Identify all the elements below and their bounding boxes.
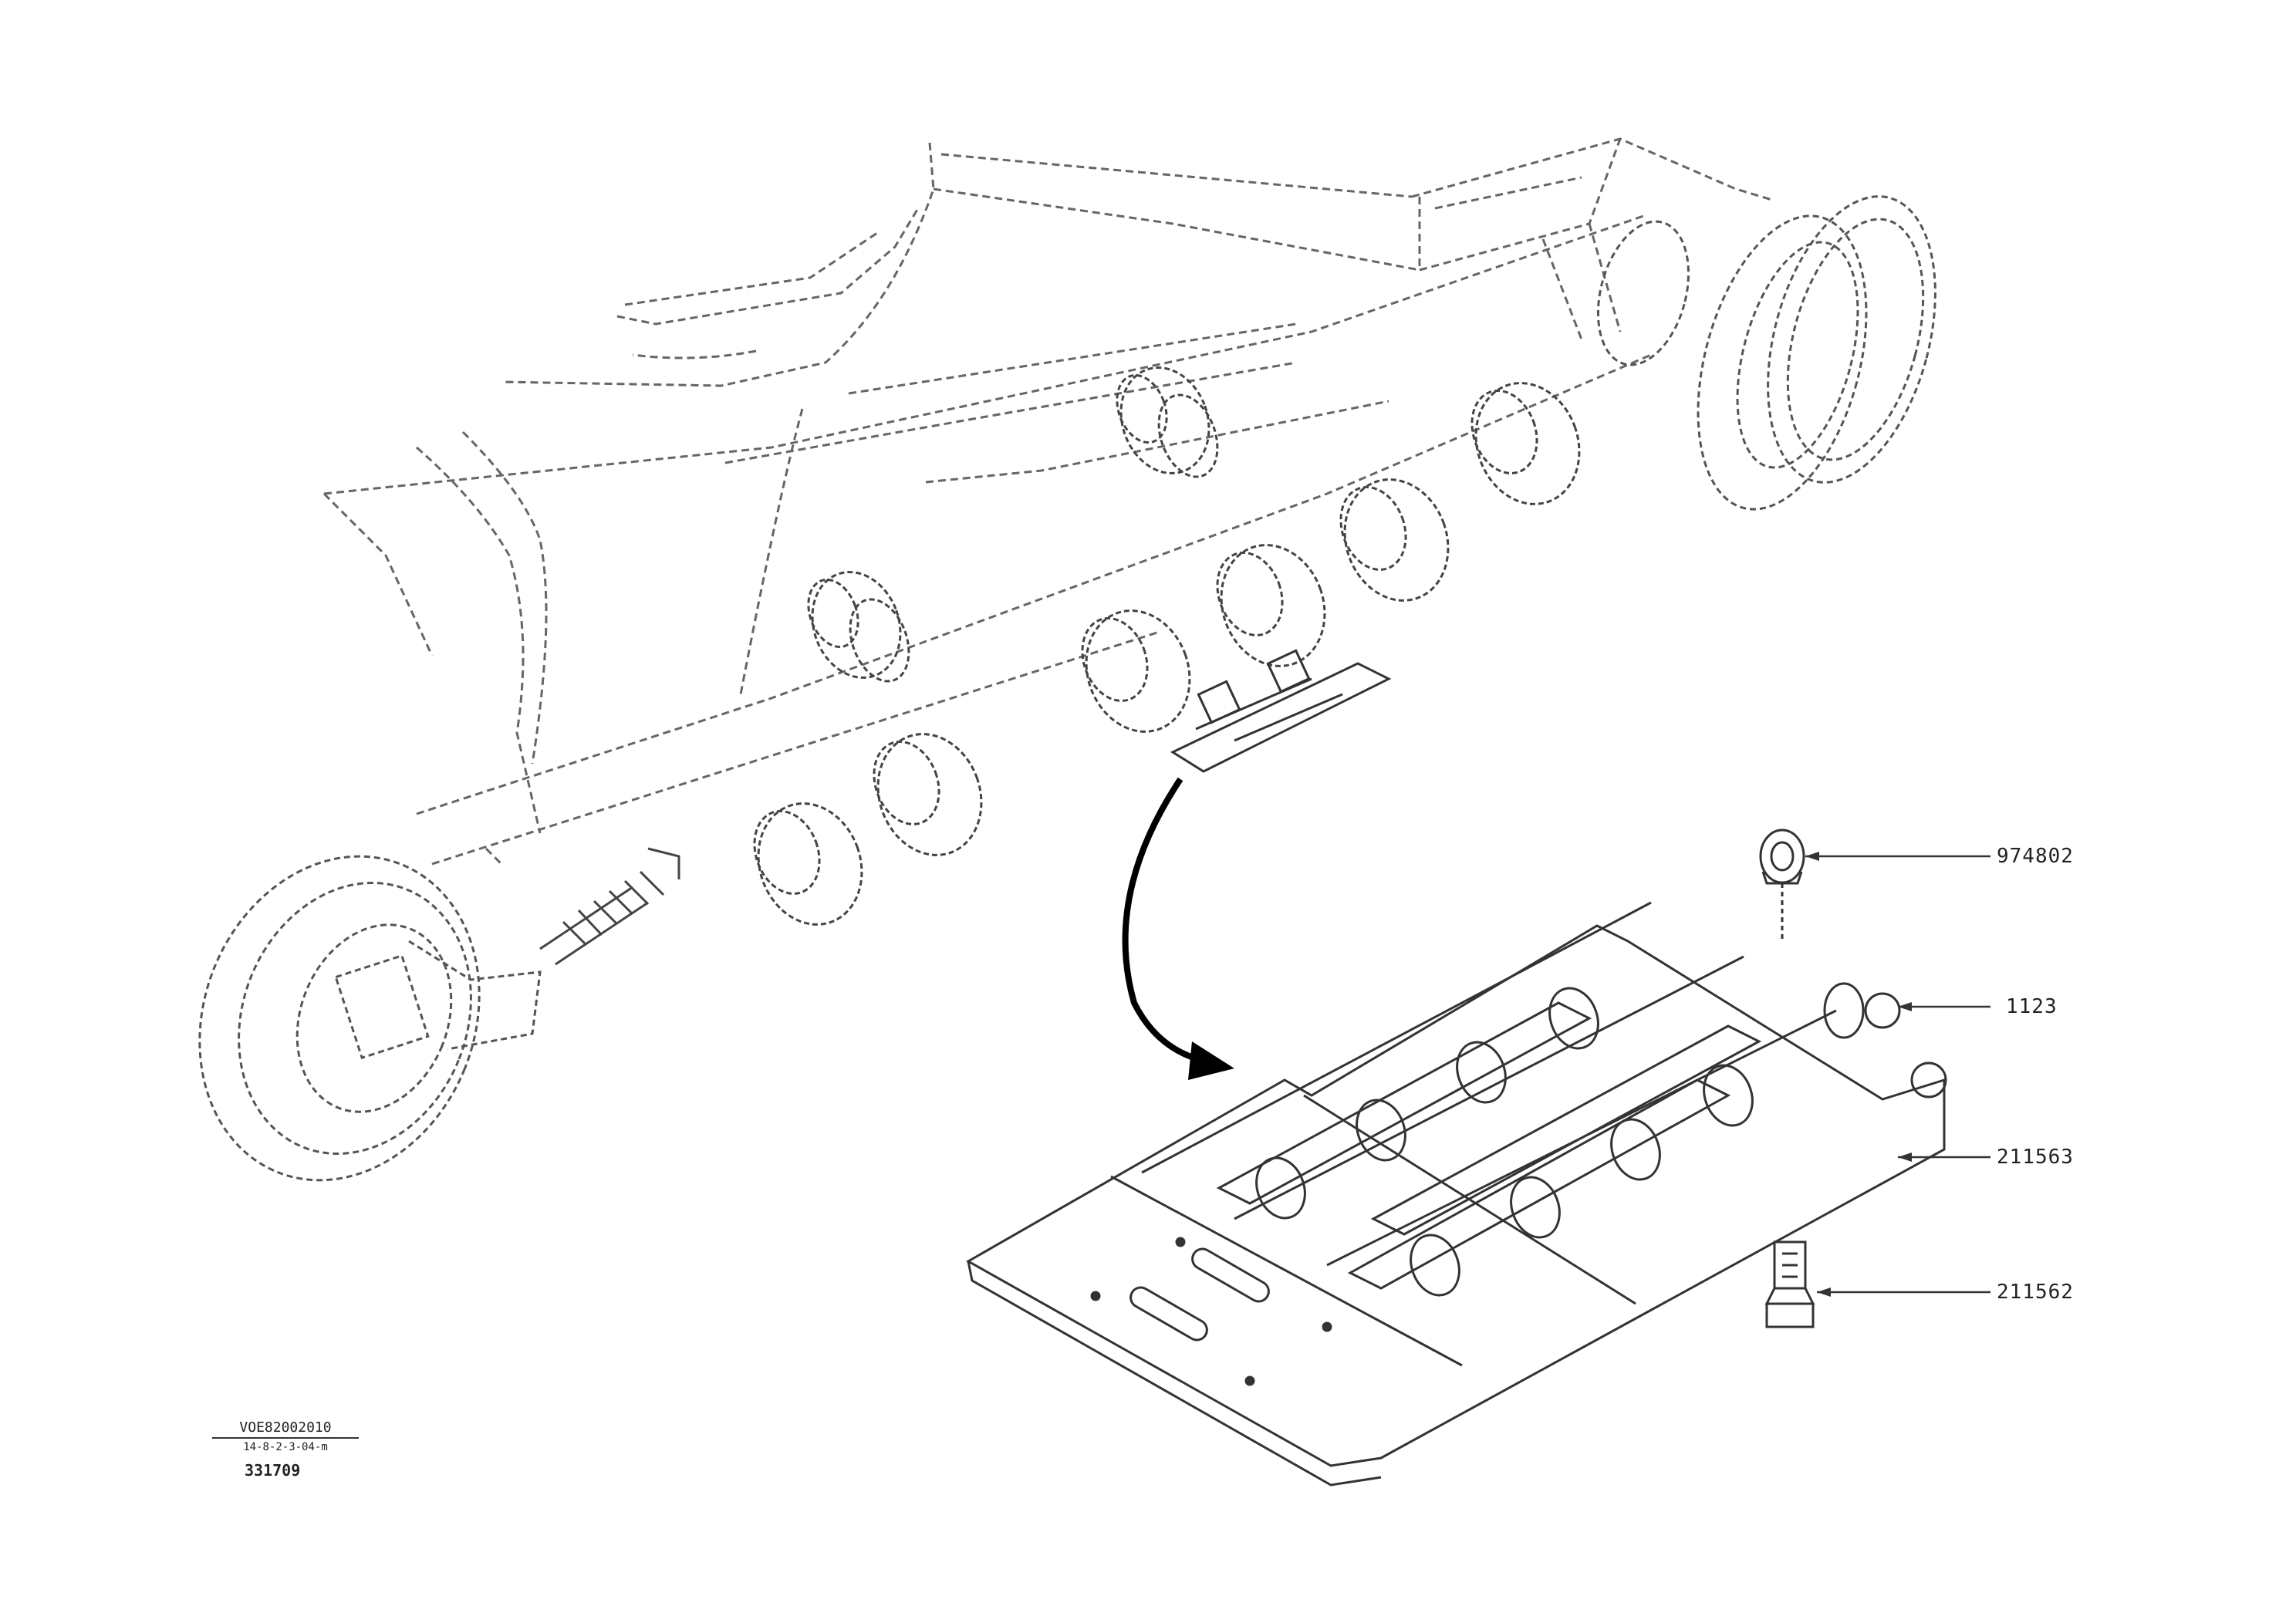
chain-pins: [1255, 982, 1865, 1297]
leader-lines: [1805, 855, 1990, 1294]
stamp-code: 331709: [245, 1461, 301, 1480]
drive-sprocket: [1596, 195, 1936, 511]
explode-arrow: [1122, 777, 1234, 1080]
stamp-line-2: 14-8-2-3-04-m: [243, 1441, 328, 1453]
front-idler-wheel: [198, 855, 542, 1182]
recoil-spring: [539, 847, 680, 966]
part-label-bolt: 211562: [1997, 1281, 2074, 1304]
track-shoe-assembly: [965, 901, 1947, 1487]
stamp-line-1: VOE82002010: [212, 1419, 359, 1439]
bolt-part: [1764, 1240, 1815, 1328]
drawing-stamp: VOE82002010 14-8-2-3-04-m 331709: [212, 1419, 359, 1480]
track-rollers: [753, 366, 1581, 926]
nut-part: [1759, 829, 1805, 941]
part-label-nut: 974802: [1997, 845, 2074, 868]
undercarriage-frame: [322, 137, 1775, 866]
part-label-track-chain: 1123: [2006, 995, 2058, 1018]
track-section-detail: [1170, 649, 1392, 773]
leader-arrowheads: [1805, 852, 1912, 1297]
part-label-track-shoe: 211563: [1997, 1146, 2074, 1169]
